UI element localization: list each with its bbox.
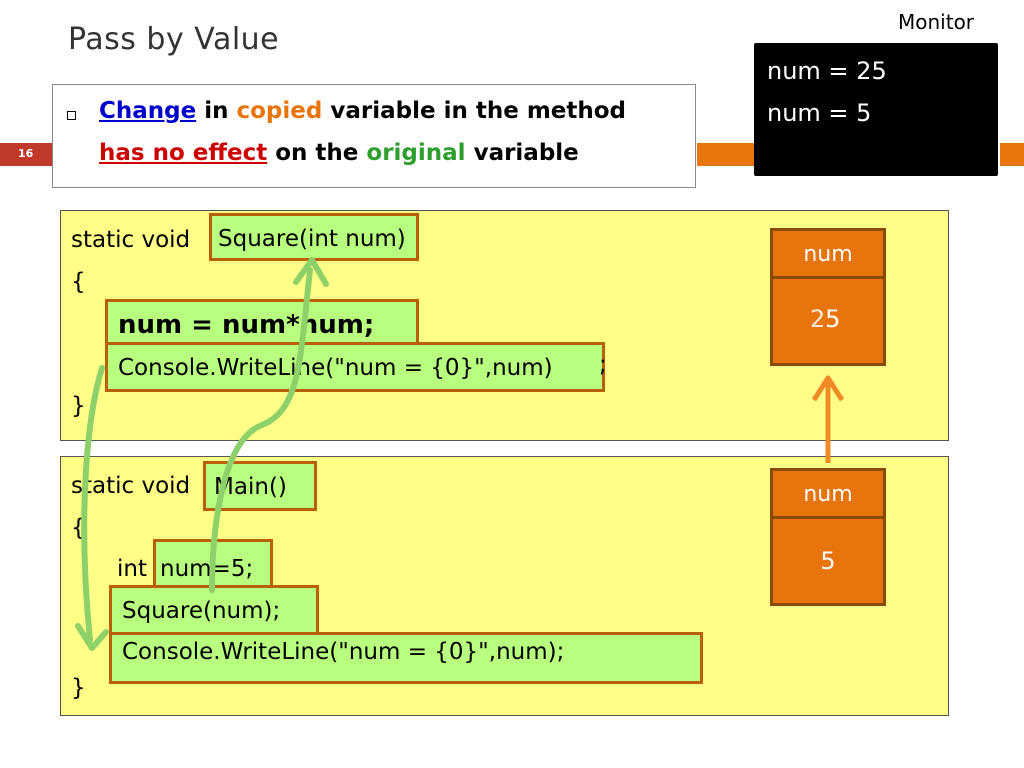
variable-name: num bbox=[773, 231, 883, 279]
bullet-text: variable bbox=[465, 140, 579, 166]
assignment-statement: num = num*num; bbox=[118, 310, 375, 340]
keyword-change: Change bbox=[99, 98, 197, 124]
main-writeline: Console.WriteLine("num = {0}",num); bbox=[122, 639, 565, 665]
code-open-brace: { bbox=[71, 269, 86, 295]
square-signature-highlight: Square(int num) bbox=[209, 213, 419, 261]
variable-value: 25 5 bbox=[773, 279, 883, 363]
square-call-highlight: Square(num); bbox=[109, 585, 319, 635]
slide-number-bar bbox=[0, 143, 52, 166]
monitor-output-line: num = 5 bbox=[767, 99, 872, 127]
square-writeline: Console.WriteLine("num = {0}",num) bbox=[118, 355, 553, 381]
monitor-output-line: num = 25 bbox=[767, 57, 887, 85]
square-call: Square(num); bbox=[122, 598, 281, 624]
return-arrow-icon bbox=[75, 365, 109, 651]
bullet-text: on the bbox=[267, 140, 367, 166]
bullet-line-2: has no effect on the original variable bbox=[99, 140, 579, 166]
square-num-variable: num 25 5 bbox=[770, 228, 886, 366]
bullet-text: variable in the method bbox=[322, 98, 627, 124]
code-int-keyword: int bbox=[117, 556, 147, 582]
square-writeline-highlight: Console.WriteLine("num = {0}",num) bbox=[105, 342, 605, 392]
square-signature: Square(int num) bbox=[218, 226, 406, 252]
bullet-square-icon bbox=[67, 111, 76, 120]
variable-value: 5 bbox=[820, 547, 836, 575]
declaration-highlight: num=5; bbox=[153, 539, 273, 589]
keyword-original: original bbox=[366, 140, 466, 166]
monitor-console: num = 25 num = 5 bbox=[754, 43, 998, 176]
bullet-callout: Change in copied variable in the method … bbox=[52, 84, 696, 188]
variable-name: num bbox=[773, 471, 883, 519]
keyword-has-no-effect: has no effect bbox=[99, 140, 268, 166]
slide-title: Pass by Value bbox=[68, 22, 280, 57]
variable-overwritten-value: 5 bbox=[825, 305, 841, 333]
monitor-label: Monitor bbox=[898, 10, 975, 34]
accent-stripe-right bbox=[1000, 143, 1024, 166]
bullet-line-1: Change in copied variable in the method bbox=[99, 98, 626, 124]
num-declaration: num=5; bbox=[160, 556, 254, 582]
main-writeline-highlight: Console.WriteLine("num = {0}",num); bbox=[109, 632, 703, 684]
variable-old-value: 25 bbox=[810, 305, 841, 333]
code-close-brace: } bbox=[71, 675, 86, 701]
assignment-highlight: num = num*num; bbox=[105, 299, 419, 349]
keyword-copied: copied bbox=[236, 98, 323, 124]
accent-stripe bbox=[697, 143, 754, 166]
call-arrow-icon bbox=[209, 257, 329, 593]
code-static-void: static void bbox=[71, 227, 191, 253]
copy-arrow-icon bbox=[811, 375, 845, 463]
slide-number: 16 bbox=[18, 147, 34, 160]
code-close-brace: } bbox=[71, 393, 86, 419]
code-static-void: static void bbox=[71, 473, 191, 499]
bullet-text: in bbox=[196, 98, 237, 124]
main-num-variable: num 5 bbox=[770, 468, 886, 606]
code-semicolon: ; bbox=[599, 352, 607, 378]
